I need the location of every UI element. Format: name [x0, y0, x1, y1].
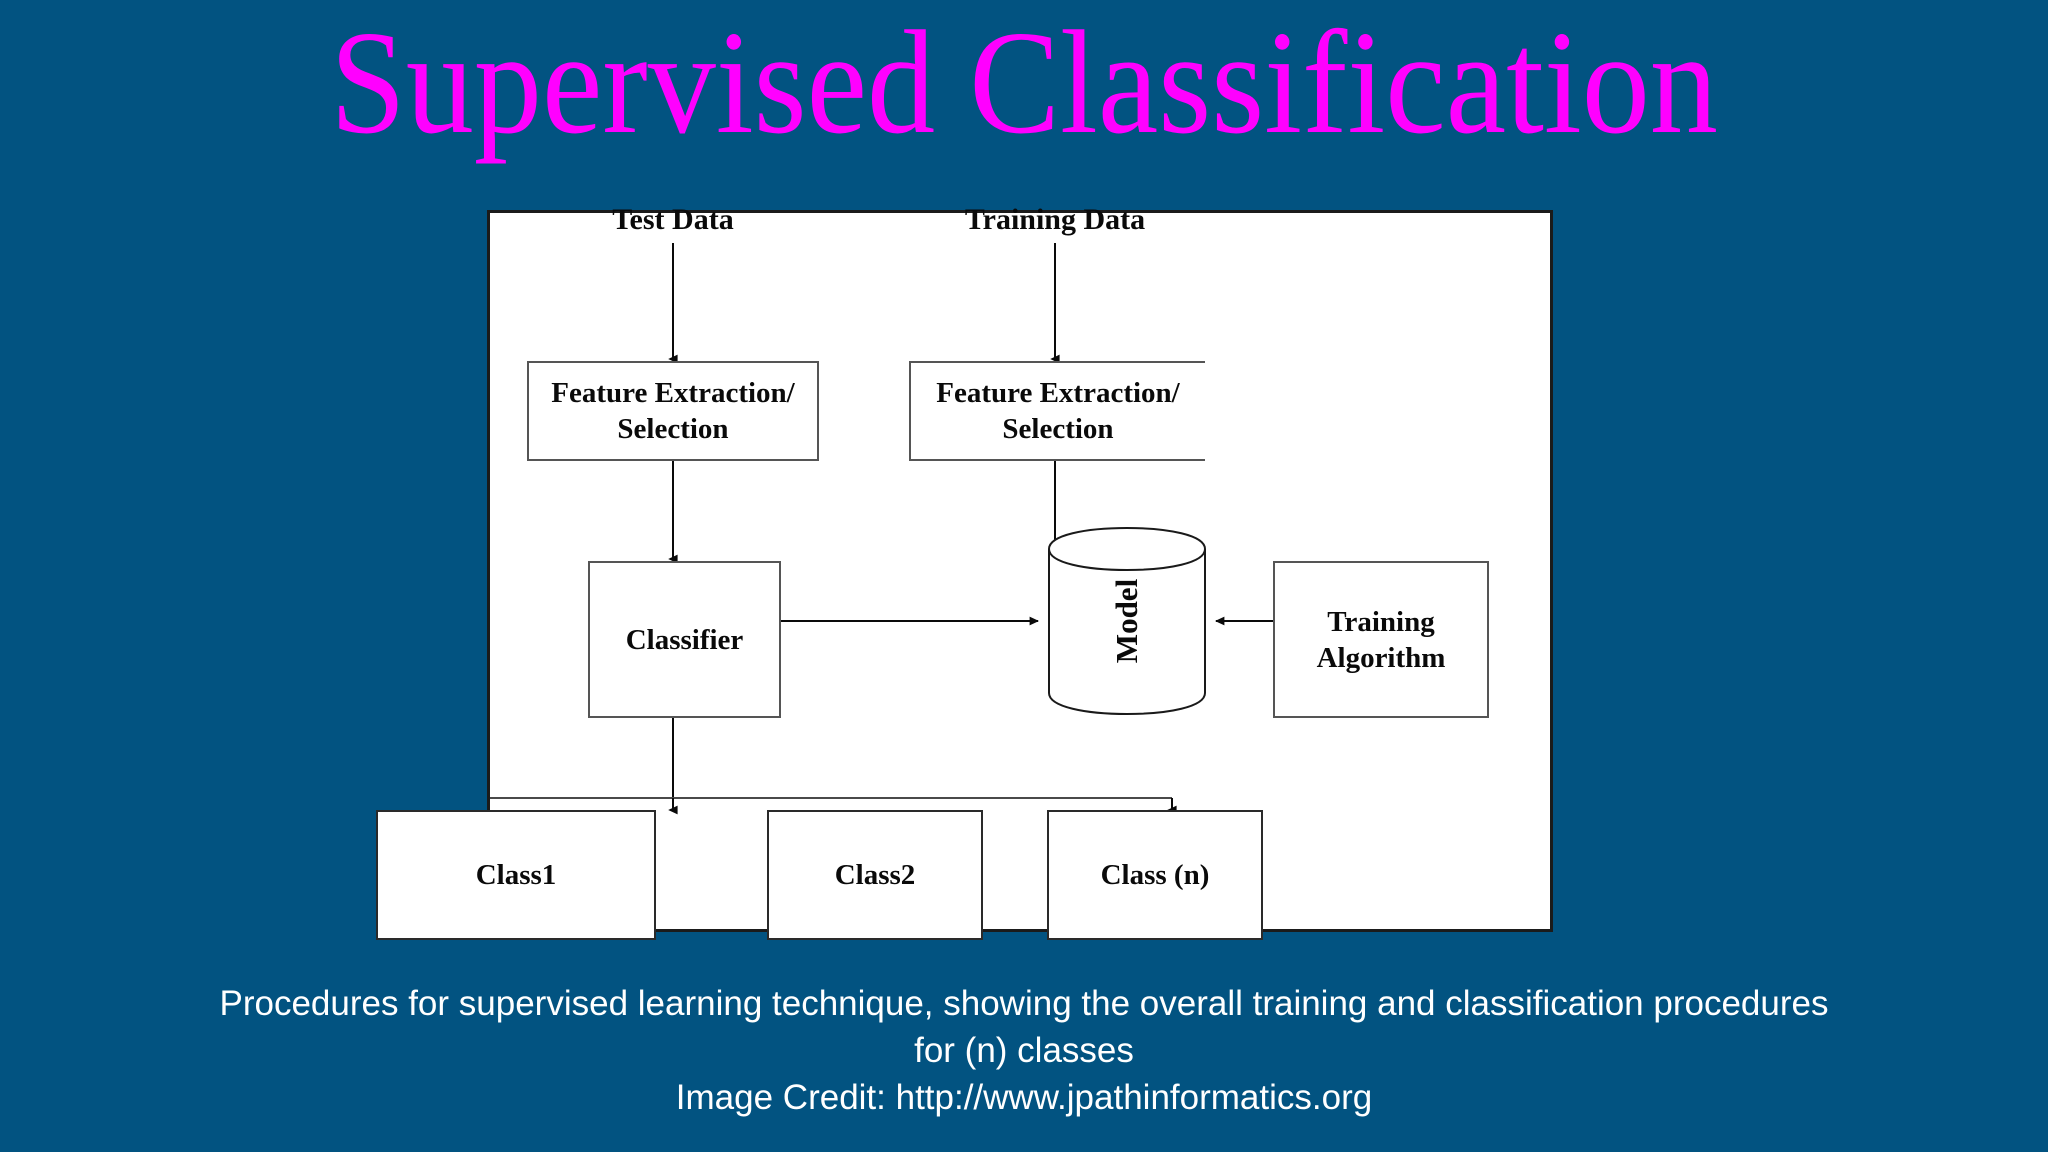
caption-line-1: Procedures for supervised learning techn…	[219, 984, 1829, 1023]
box-class-n[interactable]: Class (n)	[1047, 810, 1263, 940]
box-line-1: Class2	[834, 859, 916, 891]
box-line-2: Selection	[1002, 413, 1114, 445]
datastore-model[interactable]: Model	[1046, 525, 1208, 717]
diagram-canvas: Test Data Training Data Feature Extracti…	[376, 203, 1556, 940]
caption: Procedures for supervised learning techn…	[64, 980, 1984, 1121]
box-line-1: Classifier	[625, 623, 744, 656]
label-training-data: Training Data	[964, 203, 1146, 236]
box-line-1: Training	[1327, 605, 1435, 638]
box-classifier[interactable]: Classifier	[588, 561, 781, 718]
caption-line-2: for (n) classes	[914, 1031, 1134, 1070]
box-line-1: Feature Extraction/	[936, 377, 1180, 409]
cylinder-shape	[1048, 526, 1206, 716]
caption-line-3: Image Credit: http://www.jpathinformatic…	[675, 1078, 1373, 1117]
box-feature-extraction-test[interactable]: Feature Extraction/ Selection	[527, 361, 819, 461]
box-class-2[interactable]: Class2	[767, 810, 983, 940]
box-training-algorithm[interactable]: Training Algorithm	[1273, 561, 1489, 718]
box-line-2: Algorithm	[1316, 641, 1446, 674]
box-line-1: Feature Extraction/	[551, 377, 795, 409]
box-class-1[interactable]: Class1	[376, 810, 656, 940]
box-feature-extraction-training[interactable]: Feature Extraction/ Selection	[909, 361, 1205, 461]
page-title: Supervised Classification	[330, 1, 1718, 165]
datastore-model-label: Model	[1109, 578, 1144, 664]
label-test-data: Test Data	[612, 203, 734, 236]
box-line-2: Selection	[617, 413, 729, 445]
diagram-panel: Test Data Training Data Feature Extracti…	[376, 203, 1556, 940]
box-line-1: Class1	[475, 859, 557, 891]
box-line-1: Class (n)	[1100, 859, 1210, 891]
